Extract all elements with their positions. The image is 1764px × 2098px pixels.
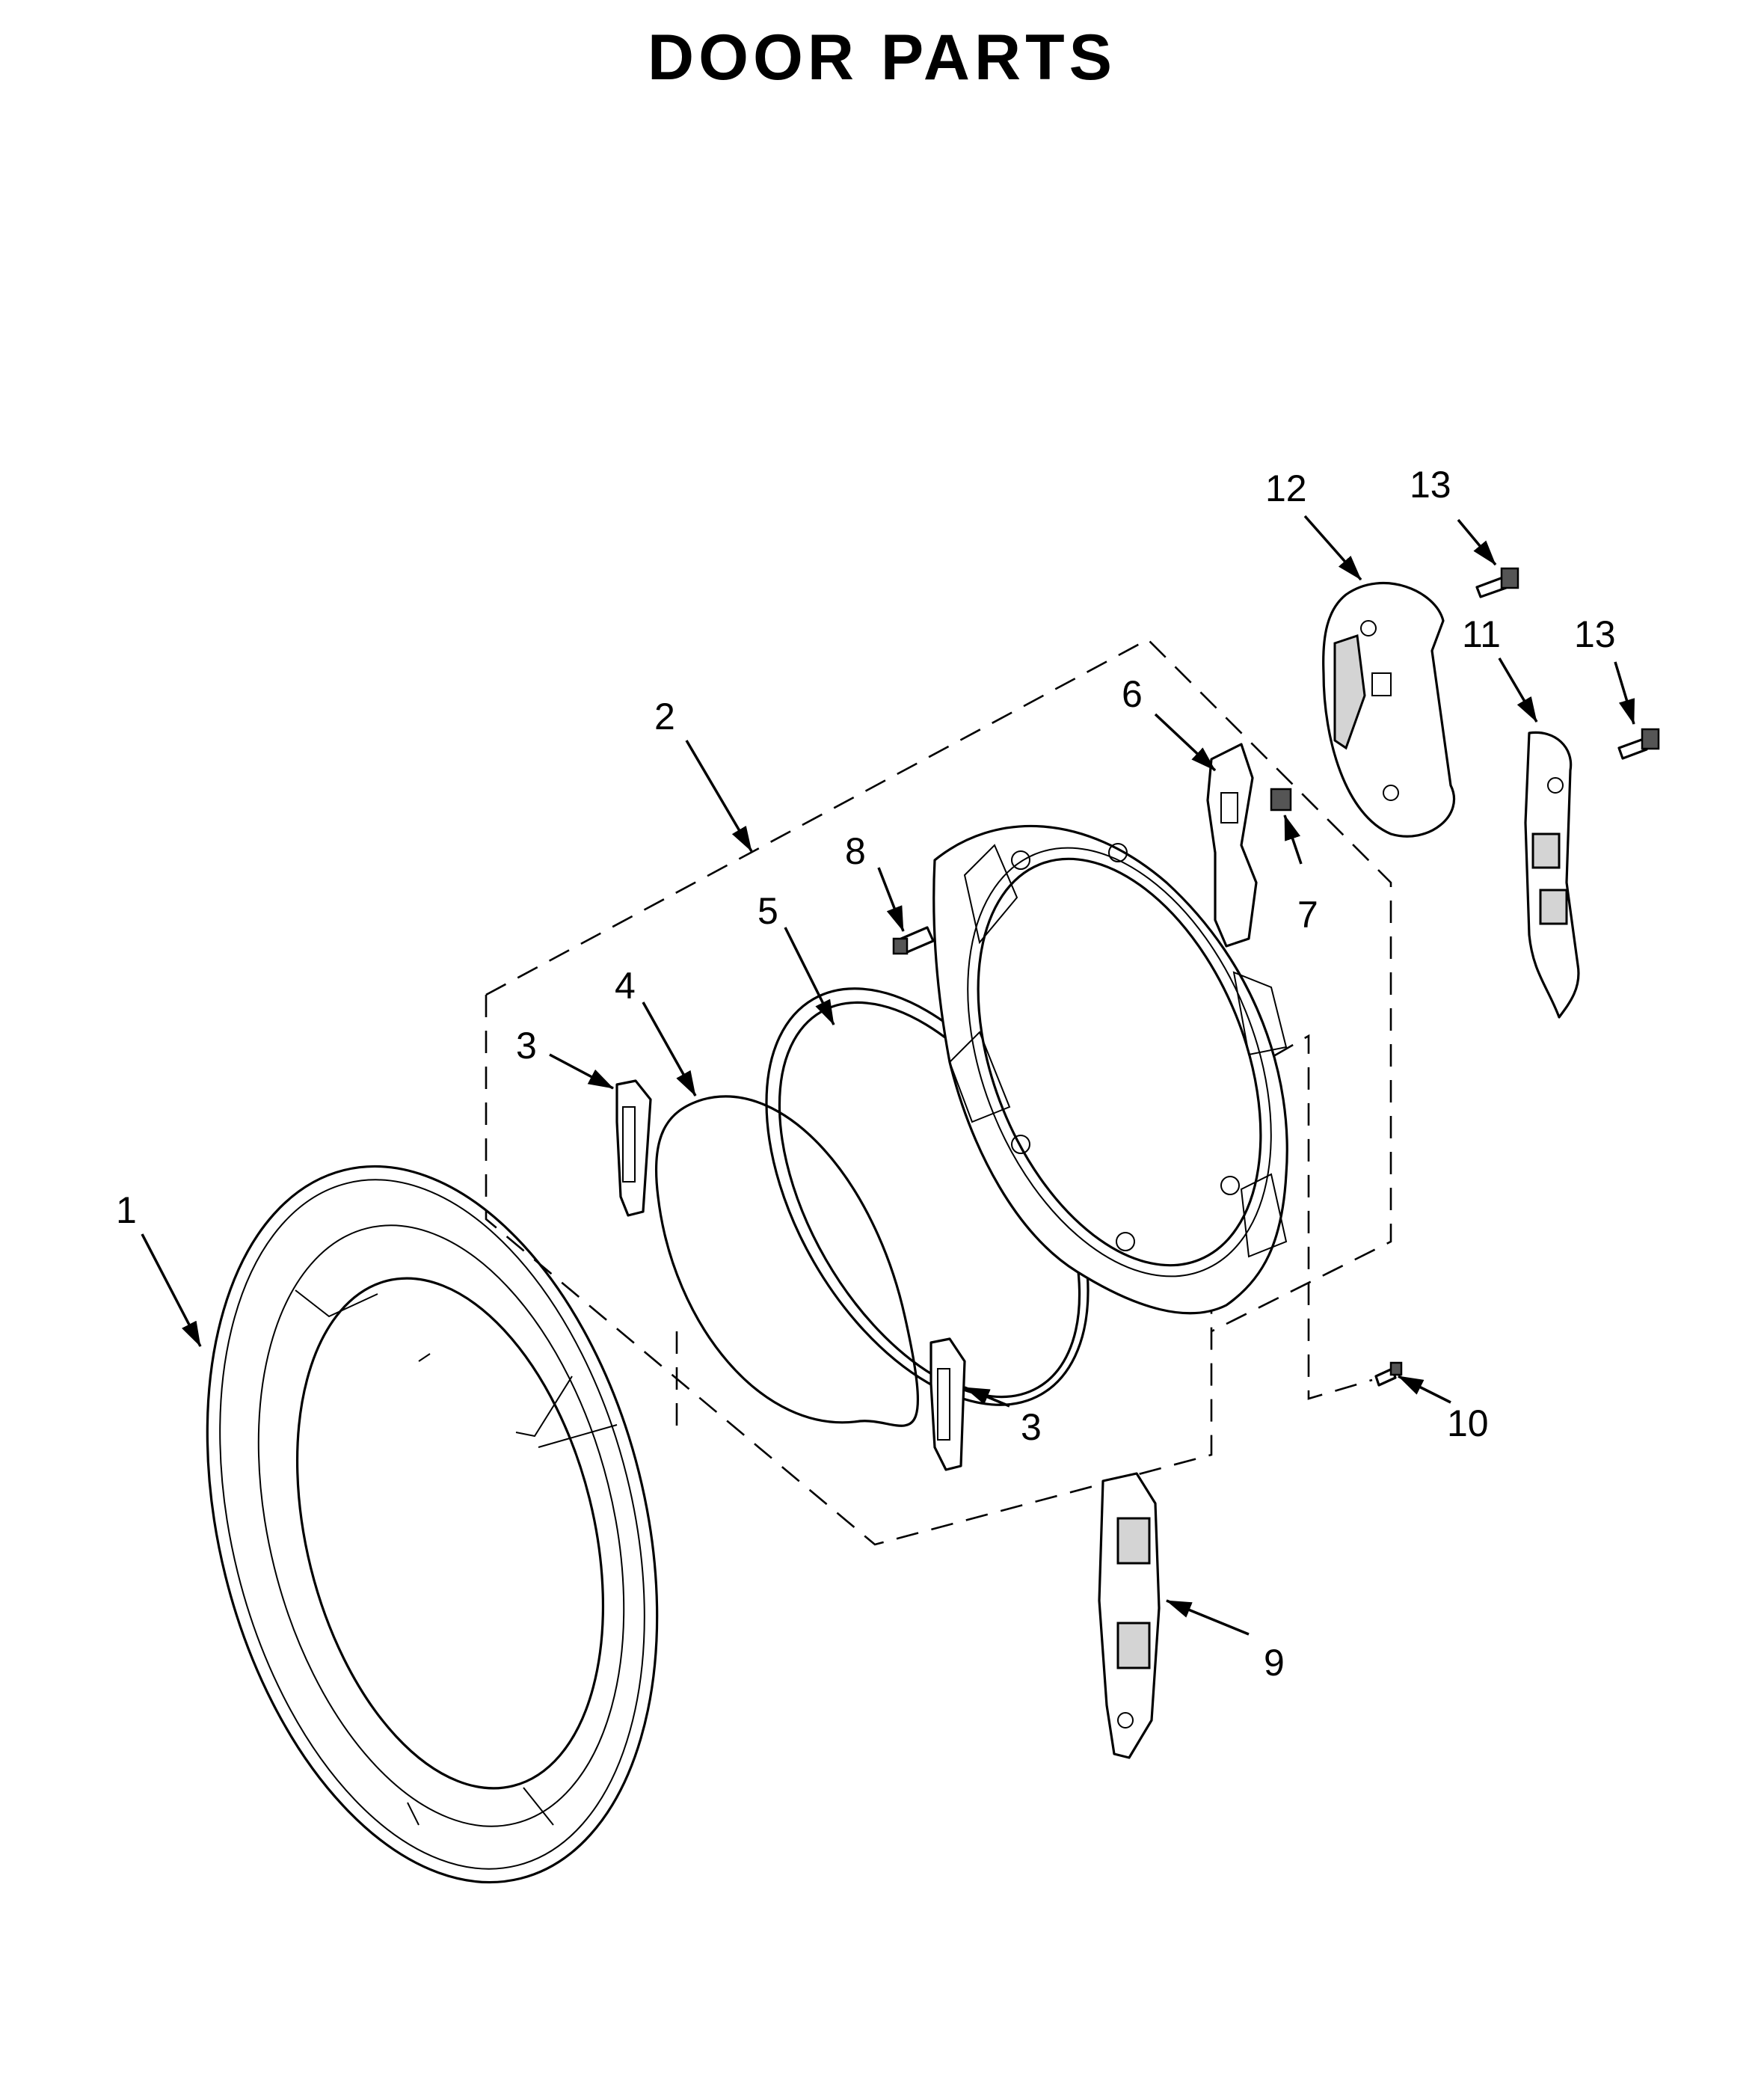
svg-text:8: 8 (845, 830, 866, 872)
screw-13-lower (1617, 728, 1660, 760)
svg-text:13: 13 (1574, 613, 1616, 655)
screw-8 (892, 926, 935, 955)
callout-13-lower[interactable]: 13 (1574, 613, 1635, 725)
hinge-bracket-lower (929, 1337, 966, 1471)
callouts: 1 2 3 3 4 5 6 7 (116, 464, 1635, 1684)
callout-1[interactable]: 1 (116, 1189, 202, 1347)
callout-13-upper[interactable]: 13 (1410, 464, 1497, 566)
callout-3-lower[interactable]: 3 (964, 1386, 1042, 1448)
svg-text:6: 6 (1122, 673, 1143, 715)
svg-text:9: 9 (1264, 1642, 1285, 1684)
svg-text:11: 11 (1462, 613, 1501, 655)
page-title: DOOR PARTS (648, 22, 1116, 93)
outer-door (206, 1165, 659, 1884)
callout-2[interactable]: 2 (654, 696, 753, 852)
svg-text:2: 2 (654, 696, 675, 737)
callout-9[interactable]: 9 (1166, 1599, 1285, 1684)
callout-10[interactable]: 10 (1398, 1375, 1489, 1444)
latch-plate (1206, 743, 1258, 948)
svg-text:13: 13 (1410, 464, 1451, 506)
handle-lower (1524, 731, 1580, 1019)
door-hinge (1098, 1472, 1161, 1759)
callout-3-upper[interactable]: 3 (516, 1025, 614, 1090)
callout-12[interactable]: 12 (1265, 467, 1362, 581)
svg-text:7: 7 (1297, 894, 1318, 936)
svg-text:3: 3 (516, 1025, 537, 1067)
inner-door-frame (932, 824, 1288, 1315)
callout-8[interactable]: 8 (845, 830, 905, 932)
door-glass (654, 1095, 920, 1427)
svg-text:3: 3 (1021, 1406, 1042, 1448)
svg-text:10: 10 (1447, 1402, 1489, 1444)
callout-5[interactable]: 5 (757, 890, 835, 1025)
callout-6[interactable]: 6 (1122, 673, 1217, 772)
screw-10 (1374, 1361, 1403, 1387)
handle-upper (1322, 582, 1456, 838)
assembly-box (485, 638, 1392, 1546)
svg-text:12: 12 (1265, 467, 1307, 509)
svg-text:5: 5 (757, 890, 778, 932)
svg-text:4: 4 (615, 965, 636, 1007)
callout-11[interactable]: 11 (1462, 613, 1538, 723)
latch-clip (1270, 788, 1292, 812)
hinge-bracket-upper (615, 1079, 652, 1217)
callout-7[interactable]: 7 (1283, 815, 1318, 936)
svg-text:1: 1 (116, 1189, 137, 1231)
screw-13-upper (1475, 567, 1519, 598)
callout-4[interactable]: 4 (615, 965, 697, 1096)
